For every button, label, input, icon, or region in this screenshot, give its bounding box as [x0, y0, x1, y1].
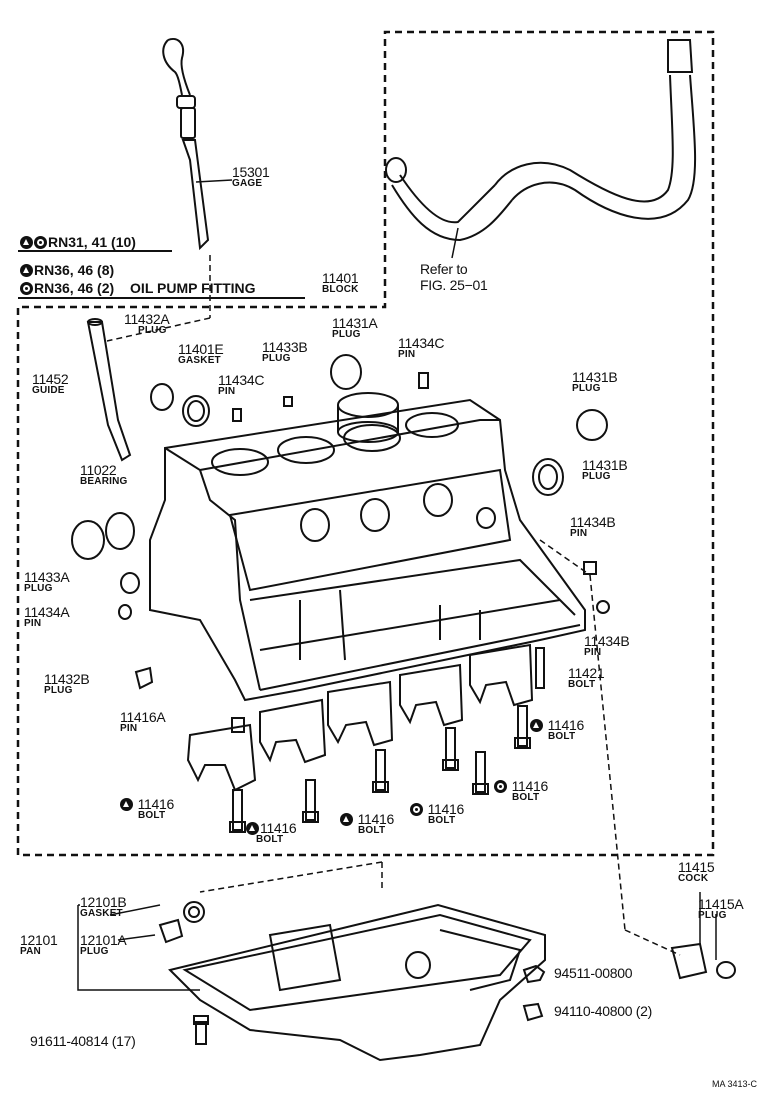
bearing-caps-drawing — [186, 643, 534, 792]
oil-pump-fitting-note: OIL PUMP FITTING — [130, 280, 256, 296]
piston-drawing — [337, 392, 399, 443]
refer-note-line1: Refer to — [420, 261, 468, 277]
bolts-drawing — [229, 647, 545, 833]
legend-line-3: RN36, 46 (2) OIL PUMP FITTING — [20, 281, 256, 295]
ring-mark-icon — [34, 236, 47, 249]
ring-mark-icon — [494, 780, 507, 793]
triangle-mark-icon — [120, 798, 133, 811]
leader-lines — [106, 255, 681, 956]
drain-cock-drawing — [670, 892, 736, 980]
figure-code: MA 3413-C — [712, 1079, 758, 1089]
pan-bracket — [77, 904, 200, 991]
triangle-mark-icon — [20, 264, 33, 277]
dipstick-gage-drawing — [162, 38, 233, 251]
ring-mark-icon — [410, 803, 423, 816]
breather-hose-drawing — [385, 39, 697, 259]
small-parts-drawing — [71, 354, 610, 733]
triangle-mark-icon — [340, 813, 353, 826]
oil-pan-drawing — [158, 901, 546, 1062]
block-group-dashed-frame — [16, 30, 715, 857]
triangle-mark-icon — [530, 719, 543, 732]
part-label-94110: 94110-40800 (2) — [554, 1003, 652, 1019]
refer-note-line2: FIG. 25−01 — [420, 277, 488, 293]
guide-tube-drawing — [86, 318, 132, 462]
ring-mark-icon — [20, 282, 33, 295]
legend-line-2: RN36, 46 (8) — [20, 263, 114, 277]
triangle-mark-icon — [246, 822, 259, 835]
triangle-mark-icon — [20, 236, 33, 249]
part-label-91611: 91611-40814 (17) — [30, 1033, 136, 1049]
cylinder-block-drawing — [149, 398, 586, 702]
nuts-drawing — [522, 964, 546, 1022]
part-label-94511: 94511-00800 — [554, 965, 633, 981]
legend-line-1: RN31, 41 (10) — [20, 235, 136, 249]
